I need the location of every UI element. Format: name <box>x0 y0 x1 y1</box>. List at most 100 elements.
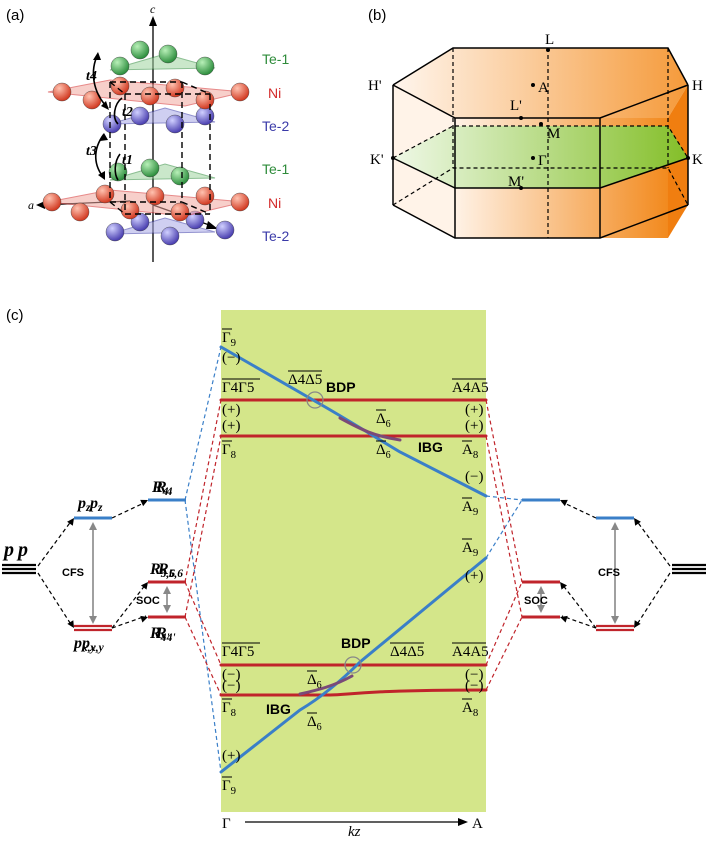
level-connectors <box>184 346 523 773</box>
parity-g9_top: (−) <box>222 350 240 366</box>
atom-ni <box>195 186 215 206</box>
dash-pz-r4-right <box>561 501 597 519</box>
label-g45-bot: Γ4Γ5 <box>222 644 254 660</box>
label-d45-bot: Δ4Δ5 <box>390 644 424 660</box>
cfs-arrow-right-up <box>611 522 619 530</box>
dash-pxy-r4p-left <box>111 615 147 629</box>
head-p-pz-left <box>67 518 74 526</box>
bz-edges <box>392 47 689 239</box>
atom-ni <box>145 186 165 206</box>
atom-ni <box>110 76 130 96</box>
bz-L1: L' <box>510 98 522 114</box>
panel-a: (a) c a b <box>6 2 289 262</box>
panel-b-label: (b) <box>368 7 386 24</box>
panel-c-label: (c) <box>6 307 24 324</box>
conn-left-r4p-bot <box>184 616 222 696</box>
layer-labels: Te-1 Ni Te-2 Te-1 Ni Te-2 <box>262 51 289 244</box>
layer-label-te1-top: Te-1 <box>262 51 289 67</box>
conn-left-r56-top <box>184 399 222 583</box>
conn-left-r56-bot <box>184 581 222 666</box>
hopping-t4: t4 <box>86 69 97 84</box>
atom-ni <box>170 202 190 222</box>
marker-bdp-top: BDP <box>326 379 356 395</box>
label-a9-bot: A9 <box>462 540 478 559</box>
head-pxy-r4p-left <box>140 615 148 623</box>
bz-G: Γ <box>538 153 547 169</box>
conn-left-r4-g9b <box>184 499 222 773</box>
soc-arrow-left-up <box>163 586 171 594</box>
dash-p-pz-right <box>635 519 671 567</box>
bdp-circle-top <box>306 391 324 409</box>
parity-a45_bot: (−) <box>465 667 483 683</box>
head-pxy-r56-right <box>560 582 568 590</box>
soc-arrow-left-down <box>163 605 171 613</box>
label-a45-bot: A4A5 <box>452 644 489 660</box>
atom-te2 <box>195 106 215 126</box>
b-axis-arrow <box>206 221 218 229</box>
atom-te2 <box>102 114 122 134</box>
bz-M1: M' <box>508 174 524 190</box>
kz-axis-label: kz <box>348 824 361 840</box>
label-g45-top: Γ4Γ5 <box>222 380 254 396</box>
parity-g45_bot1: (−) <box>222 667 240 683</box>
bz-hidden-edges <box>392 48 689 238</box>
parity-a8_top: (+) <box>465 418 483 434</box>
bz-K1: K' <box>370 152 384 168</box>
hopping-t2: t2 <box>122 105 133 120</box>
label-r4-left: R4 <box>155 479 173 498</box>
atom-te2 <box>105 222 125 242</box>
bz-midplane <box>393 126 688 188</box>
a-axis-label: a <box>28 198 34 212</box>
conn-right-r4p-bot <box>485 616 523 691</box>
energy-levels <box>2 498 706 632</box>
label-soc-right: SOC <box>524 595 548 607</box>
t2-arc <box>113 97 123 125</box>
dash-p-pz-left <box>37 519 73 567</box>
label-a8-top: A8 <box>462 442 478 461</box>
parity-g8_top: (+) <box>222 418 240 434</box>
band-g8-bot <box>219 688 488 697</box>
band-lines <box>219 345 488 774</box>
parity-a45_top: (+) <box>465 402 483 418</box>
layer-label-ni-top: Ni <box>268 85 281 101</box>
cfs-arrow-left-down <box>89 616 97 624</box>
bz-M: M <box>547 126 560 142</box>
conn-right-r4-a9b <box>485 499 523 559</box>
conn-right-r56-top <box>485 399 523 583</box>
bz-top-face <box>393 48 688 118</box>
atom-ni <box>95 184 115 204</box>
bz-point-labels: L A H' H L' M K' Γ K M' <box>368 32 703 190</box>
atom-te2 <box>165 114 185 134</box>
kz-axis-left: Γ <box>222 816 231 832</box>
layer-label-ni-bot: Ni <box>268 195 281 211</box>
head-p-pz-right <box>634 518 641 526</box>
label-d45-top: Δ4Δ5 <box>288 372 322 388</box>
dash-pxy-r56-left <box>111 583 147 629</box>
atom-te2 <box>130 106 150 126</box>
dash-p-pxy-right <box>635 572 671 627</box>
parity-g45_bot2: (−) <box>222 678 240 694</box>
a-axis-arrow <box>36 201 45 209</box>
c-axis-label: c <box>150 2 156 16</box>
label-pxy-right: px,y <box>80 635 105 654</box>
atom-te1 <box>158 44 178 64</box>
label-g8-bot: Γ8 <box>222 700 236 719</box>
hopping-arrowheads <box>93 52 109 180</box>
label-d6-b2: Δ6 <box>307 714 322 733</box>
bz-H: H <box>692 78 703 94</box>
unit-cell <box>109 81 211 215</box>
parity-a9_top: (−) <box>465 469 483 485</box>
cfs-arrow-left-up <box>89 522 97 530</box>
label-d6-b1: Δ6 <box>307 672 322 691</box>
cfs-arrow-right-down <box>611 616 619 624</box>
head-pz-r4-right <box>560 499 568 507</box>
atom-te1 <box>140 158 160 178</box>
t1-arc <box>114 153 121 181</box>
label-pz-left: pz <box>76 495 91 514</box>
label-g9-top: Γ9 <box>222 330 236 349</box>
atomic-layers <box>42 40 250 246</box>
conn-right-r56-bot <box>485 581 523 666</box>
label-cfs-left: CFS <box>62 567 84 579</box>
band-ibg-top <box>338 416 402 442</box>
kz-axis-right: A <box>472 816 483 832</box>
